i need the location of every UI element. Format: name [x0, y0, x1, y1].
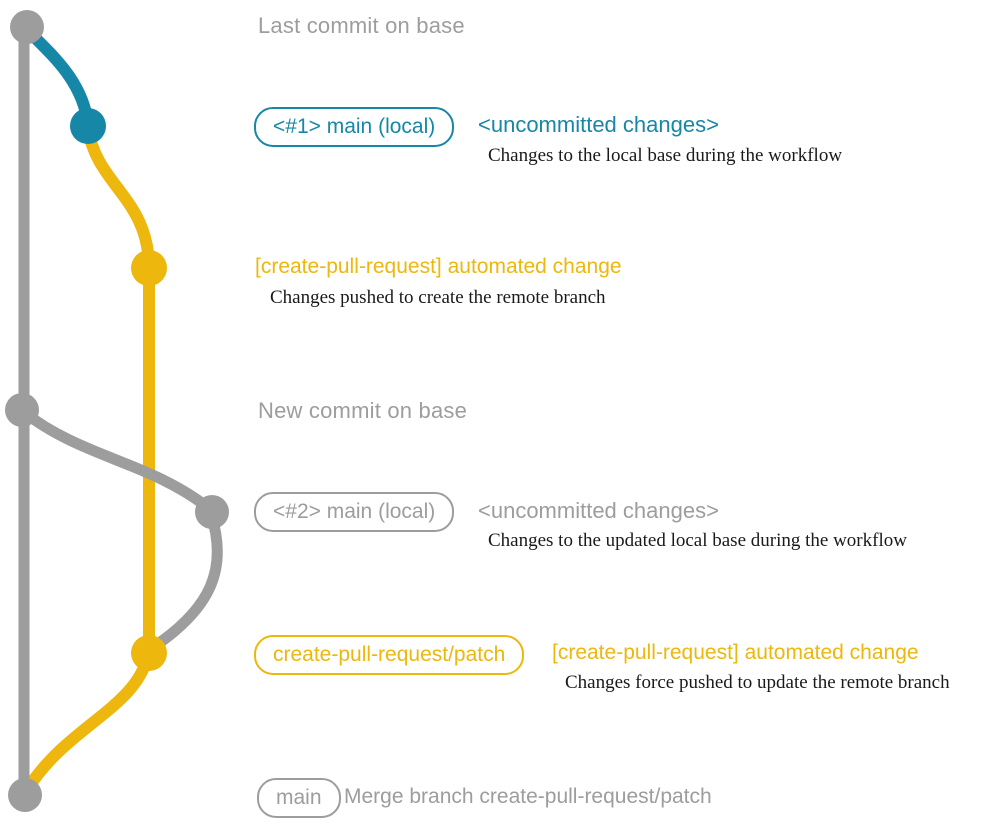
- commit-dot-uncommitted-2: [195, 495, 229, 529]
- branch-label-main-local-1: <#1> main (local): [254, 107, 455, 148]
- description-workflow-1: Changes to the local base during the wor…: [488, 145, 843, 166]
- commit-message-automated-change-2: [create-pull-request] automated change: [552, 641, 919, 664]
- description-push-1: Changes pushed to create the remote bran…: [270, 287, 606, 308]
- commit-dot-merge: [8, 778, 42, 812]
- commit-dot-automated-change-2: [131, 635, 167, 671]
- patch-merge-line: [21, 644, 155, 796]
- new-commit-heading: New commit on base: [258, 398, 468, 423]
- commit-message-merge: Merge branch create-pull-request/patch: [344, 785, 712, 808]
- commit-message-automated-change-1: [create-pull-request] automated change: [255, 255, 622, 278]
- commit-graph: [5, 10, 229, 812]
- local-main-branch-line: [21, 23, 94, 130]
- commit-dot-last-base: [10, 10, 44, 44]
- branch-label-patch: create-pull-request/patch: [254, 635, 525, 676]
- branch-label-main: main: [257, 778, 341, 819]
- last-commit-heading: Last commit on base: [258, 13, 465, 38]
- branch-label-main-local-2: <#2> main (local): [254, 492, 455, 533]
- commit-dot-uncommitted-1: [70, 108, 106, 144]
- commit-dot-automated-change-1: [131, 250, 167, 286]
- patch-branch-line: [82, 122, 155, 659]
- updated-local-main-line-out: [18, 406, 217, 516]
- updated-local-main-line-back: [146, 508, 223, 654]
- status-uncommitted-changes-2: <uncommitted changes>: [478, 498, 719, 523]
- commit-dot-new-base: [5, 393, 39, 427]
- status-uncommitted-changes-1: <uncommitted changes>: [478, 112, 719, 137]
- description-workflow-2: Changes to the updated local base during…: [488, 530, 907, 551]
- description-push-2: Changes force pushed to update the remot…: [565, 672, 950, 693]
